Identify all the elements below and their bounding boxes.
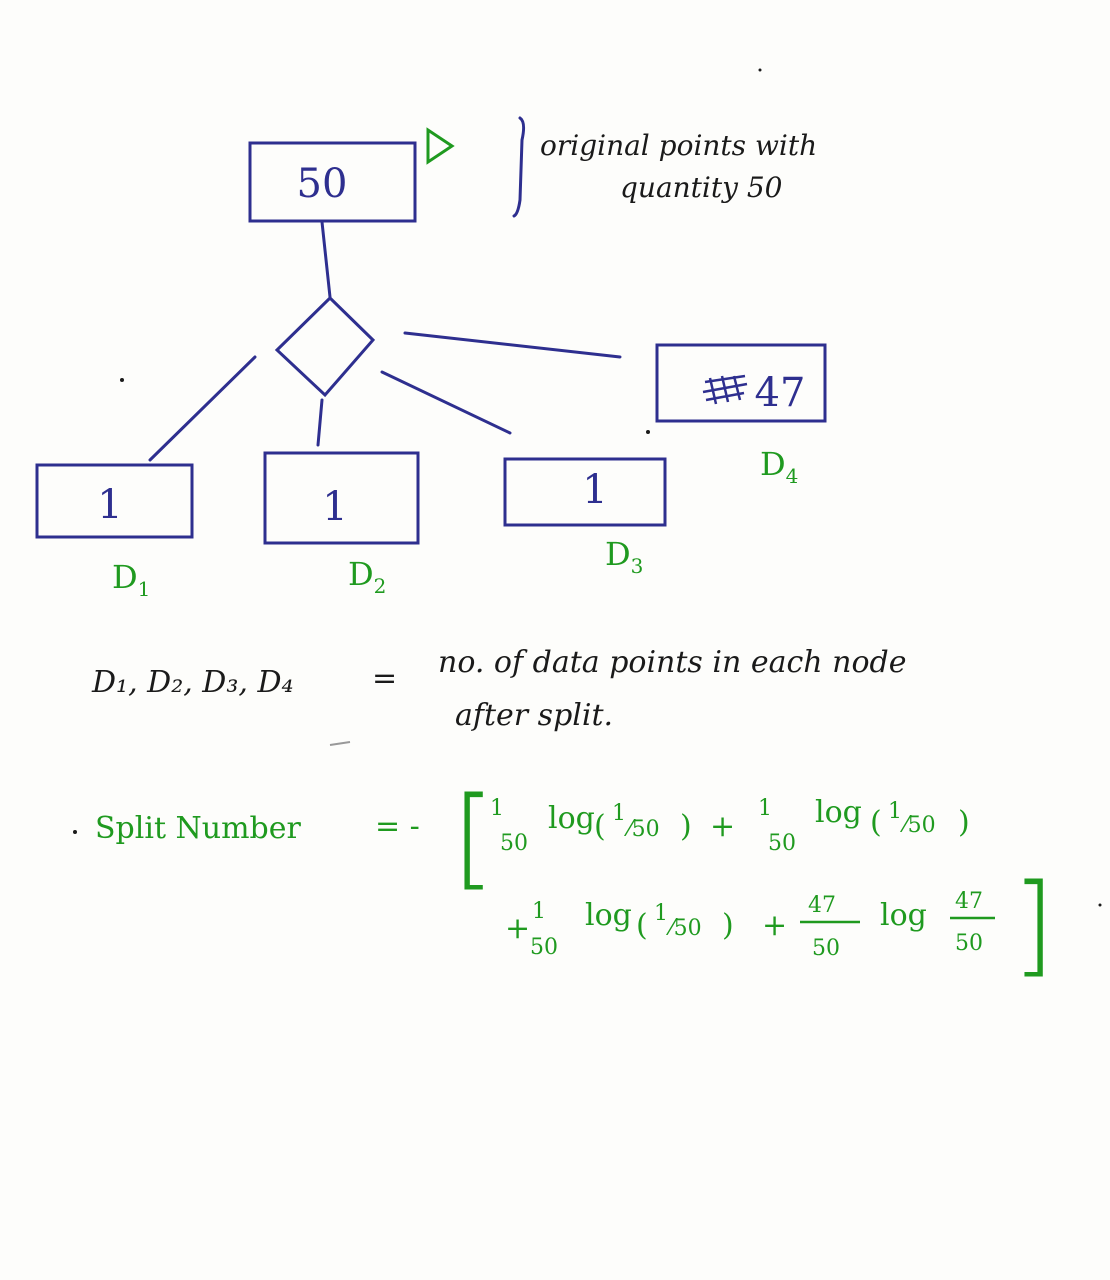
term4-arg-den: 50 bbox=[955, 931, 983, 956]
term2-denominator: 50 bbox=[768, 831, 796, 856]
term1-close: ) bbox=[680, 809, 692, 844]
annotation-line-1: original points with bbox=[540, 129, 817, 162]
child-label-2: D2 bbox=[348, 555, 386, 598]
term3-arg-num: 1 bbox=[654, 901, 668, 926]
term4-numerator: 47 bbox=[808, 893, 836, 918]
root-edge bbox=[320, 220, 332, 299]
split-number-formula: Split Number = - [ 1 50 log ( 1 ⁄50 ) + … bbox=[95, 773, 1055, 988]
child-label-4: D4 bbox=[760, 445, 798, 488]
term2-close: ) bbox=[958, 805, 970, 840]
child-node-box-4 bbox=[655, 343, 827, 423]
term3-close: ) bbox=[722, 908, 734, 943]
definition-equals: = bbox=[372, 661, 397, 696]
term2-arg-num: 1 bbox=[888, 799, 902, 824]
annotation-line-2: quantity 50 bbox=[620, 171, 783, 204]
term4-log: log bbox=[880, 898, 927, 933]
definition-line-2: after split. bbox=[455, 698, 613, 733]
child-node-box-2 bbox=[263, 451, 420, 545]
root-node-box bbox=[248, 141, 417, 223]
formula-equals: = - bbox=[375, 809, 420, 844]
scratch-mark bbox=[702, 374, 748, 405]
definition-line-1: no. of data points in each node bbox=[438, 645, 906, 680]
plus-2: + bbox=[505, 911, 530, 946]
split-diamond bbox=[274, 295, 376, 398]
term1-open: ( bbox=[594, 809, 606, 844]
edge-d1 bbox=[148, 355, 257, 462]
child-value-2: 1 bbox=[322, 484, 347, 530]
term1-numerator: 1 bbox=[490, 796, 504, 821]
plus-3: + bbox=[762, 908, 787, 943]
child-value-3: 1 bbox=[582, 467, 607, 513]
child-label-1: D1 bbox=[112, 558, 150, 601]
term1-arg-num: 1 bbox=[612, 801, 626, 826]
term3-arg-den: ⁄50 bbox=[665, 916, 702, 941]
term2-arg-den: ⁄50 bbox=[899, 813, 936, 838]
root-label-d-shape bbox=[426, 127, 455, 165]
child-node-box-1 bbox=[35, 463, 194, 539]
term4-denominator: 50 bbox=[812, 936, 840, 961]
plus-1: + bbox=[710, 809, 735, 844]
child-label-3: D3 bbox=[605, 535, 643, 578]
edge-d3 bbox=[380, 370, 512, 435]
child-value-4: 47 bbox=[755, 370, 806, 416]
formula-close-bracket: ] bbox=[1012, 860, 1055, 988]
edge-d2 bbox=[316, 398, 324, 447]
term3-open: ( bbox=[636, 908, 648, 943]
pencil-mark bbox=[329, 741, 351, 746]
paper-specks bbox=[73, 68, 1102, 907]
definition-lhs: D₁, D₂, D₃, D₄ bbox=[91, 665, 294, 700]
formula-open-bracket: [ bbox=[452, 773, 495, 901]
term3-denominator: 50 bbox=[530, 935, 558, 960]
formula-label: Split Number bbox=[95, 811, 302, 846]
term3-log: log bbox=[585, 898, 632, 933]
child-value-1: 1 bbox=[97, 482, 122, 528]
annotation-brace bbox=[512, 116, 526, 218]
term1-denominator: 50 bbox=[500, 831, 528, 856]
term2-open: ( bbox=[870, 805, 882, 840]
child-node-box-3 bbox=[503, 457, 667, 527]
term2-numerator: 1 bbox=[758, 796, 772, 821]
term3-numerator: 1 bbox=[532, 899, 546, 924]
term1-arg-den: ⁄50 bbox=[623, 817, 660, 842]
root-node-value: 50 bbox=[297, 161, 348, 207]
edge-d4 bbox=[403, 331, 622, 359]
term2-log: log bbox=[815, 795, 862, 830]
term4-arg-num: 47 bbox=[955, 889, 983, 914]
term1-log: log bbox=[548, 801, 595, 836]
